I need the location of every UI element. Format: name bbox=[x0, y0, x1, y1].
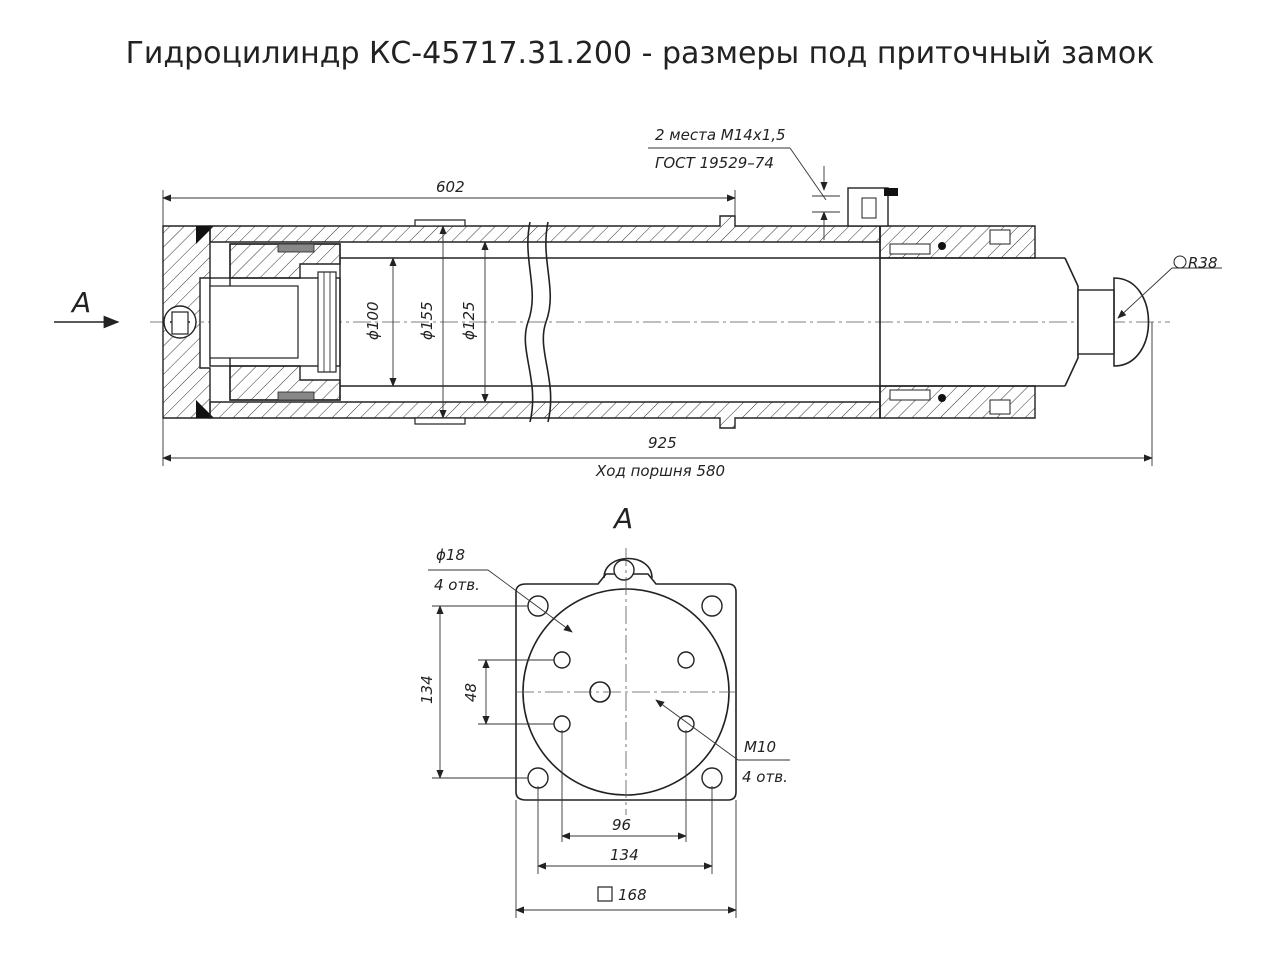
rear-end-cap bbox=[162, 225, 214, 419]
square-flange bbox=[515, 573, 737, 801]
view-a-title: A bbox=[612, 502, 633, 535]
dim-dia-155: ϕ155 bbox=[418, 301, 436, 340]
dim-602-label: 602 bbox=[436, 178, 465, 196]
stroke-label: Ход поршня 580 bbox=[595, 462, 725, 480]
view-a: A ϕ18 4 отв. 134 bbox=[418, 502, 790, 918]
front-gland bbox=[879, 225, 1036, 419]
thread-callout: 2 места М14х1,5 ГОСТ 19529–74 bbox=[648, 126, 840, 240]
dim-168-label: 168 bbox=[618, 886, 647, 904]
dim-168: 168 bbox=[515, 800, 737, 918]
flange-lug bbox=[603, 557, 653, 579]
m10-hole bbox=[553, 715, 571, 733]
dim-134-vertical: 134 bbox=[418, 605, 528, 779]
view-arrow-a: A bbox=[54, 286, 120, 329]
cylinder-barrel bbox=[209, 215, 881, 429]
m10-count-label: 4 отв. bbox=[742, 768, 788, 786]
view-arrow-label: A bbox=[70, 286, 91, 319]
corner-hole bbox=[701, 595, 723, 617]
m10-hole bbox=[677, 651, 695, 669]
dim-602: 602 bbox=[162, 178, 736, 226]
radius-callout: R38 bbox=[1117, 254, 1222, 319]
hole-count-label: 4 отв. bbox=[434, 576, 480, 594]
m10-label: М10 bbox=[744, 738, 776, 756]
page-title: Гидроцилиндр КС-45717.31.200 - размеры п… bbox=[125, 36, 1155, 71]
diameter-dimensions: ϕ100 ϕ155 ϕ125 bbox=[364, 225, 489, 419]
dim-925: 925 Ход поршня 580 bbox=[162, 322, 1153, 480]
dim-134-horizontal: 134 bbox=[537, 786, 713, 874]
hole-dia-label: ϕ18 bbox=[436, 546, 465, 564]
dim-48-label: 48 bbox=[462, 683, 480, 702]
dim-96: 96 bbox=[561, 730, 687, 842]
piston bbox=[209, 243, 341, 401]
square-symbol-icon bbox=[597, 886, 613, 902]
m10-hole bbox=[553, 651, 571, 669]
corner-hole bbox=[701, 767, 723, 789]
radius-label: R38 bbox=[1188, 254, 1218, 272]
dim-48: 48 bbox=[462, 659, 554, 725]
corner-hole bbox=[527, 595, 549, 617]
dim-134-horizontal-label: 134 bbox=[610, 846, 639, 864]
dim-dia-125: ϕ125 bbox=[460, 301, 478, 340]
dim-925-label: 925 bbox=[648, 434, 677, 452]
dim-134-vertical-label: 134 bbox=[418, 675, 436, 704]
thread-label-line2: ГОСТ 19529–74 bbox=[655, 154, 774, 172]
dim-96-label: 96 bbox=[612, 816, 631, 834]
main-cylinder-view: A bbox=[54, 126, 1222, 480]
dim-dia-100: ϕ100 bbox=[364, 301, 382, 340]
rod-eye-sphere bbox=[1113, 277, 1150, 367]
port-fitting bbox=[847, 187, 898, 227]
thread-label-line1: 2 места М14х1,5 bbox=[655, 126, 786, 144]
corner-hole bbox=[527, 767, 549, 789]
